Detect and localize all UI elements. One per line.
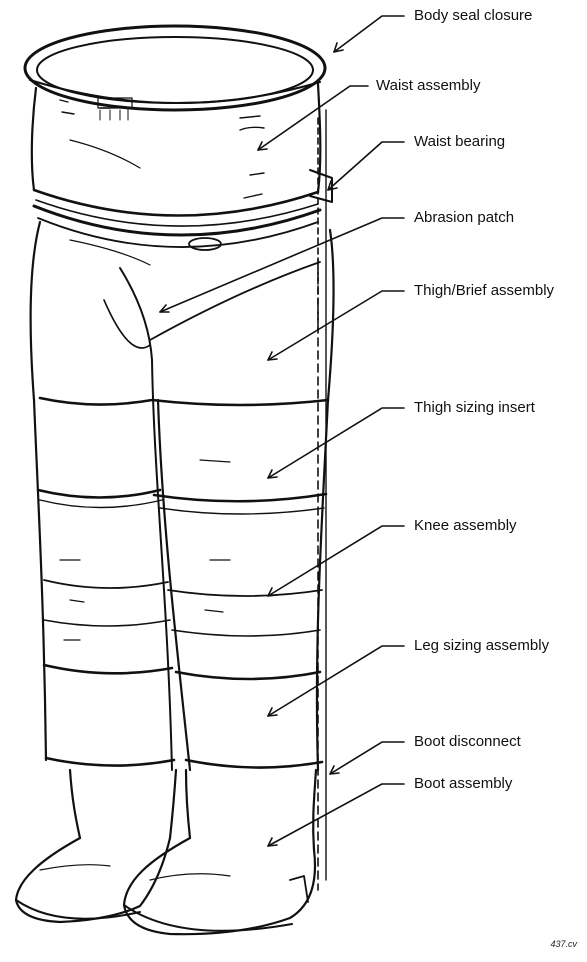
left-boot bbox=[16, 770, 176, 922]
leader-waist-assembly bbox=[258, 86, 368, 150]
leader-knee-assembly bbox=[268, 526, 404, 596]
right-boot bbox=[124, 770, 316, 934]
label-thigh-brief-assembly: Thigh/Brief assembly bbox=[414, 282, 554, 300]
label-leg-sizing-assembly: Leg sizing assembly bbox=[414, 637, 549, 655]
label-abrasion-patch: Abrasion patch bbox=[414, 209, 514, 227]
label-boot-assembly: Boot assembly bbox=[414, 775, 512, 793]
waist-section bbox=[32, 84, 320, 226]
label-boot-disconnect: Boot disconnect bbox=[414, 733, 521, 751]
leader-thigh-sizing-insert bbox=[268, 408, 404, 478]
leader-boot-disconnect bbox=[330, 742, 404, 774]
label-thigh-sizing-insert: Thigh sizing insert bbox=[414, 399, 535, 417]
leader-thigh-brief-assembly bbox=[268, 291, 404, 360]
thigh-brief-section bbox=[31, 222, 334, 405]
label-knee-assembly: Knee assembly bbox=[414, 517, 517, 535]
label-body-seal-closure: Body seal closure bbox=[414, 7, 532, 25]
leader-lines bbox=[160, 16, 404, 846]
body-seal-ring bbox=[25, 26, 325, 110]
leader-boot-assembly bbox=[268, 784, 404, 846]
figure-id: 437.cv bbox=[550, 939, 577, 949]
leader-body-seal-closure bbox=[334, 16, 404, 52]
left-leg bbox=[34, 360, 174, 770]
leader-waist-bearing bbox=[328, 142, 404, 190]
leader-abrasion-patch bbox=[160, 218, 404, 312]
label-waist-bearing: Waist bearing bbox=[414, 133, 505, 151]
leader-leg-sizing-assembly bbox=[268, 646, 404, 716]
label-waist-assembly: Waist assembly bbox=[376, 77, 480, 95]
waist-bearing-ring bbox=[34, 110, 332, 330]
